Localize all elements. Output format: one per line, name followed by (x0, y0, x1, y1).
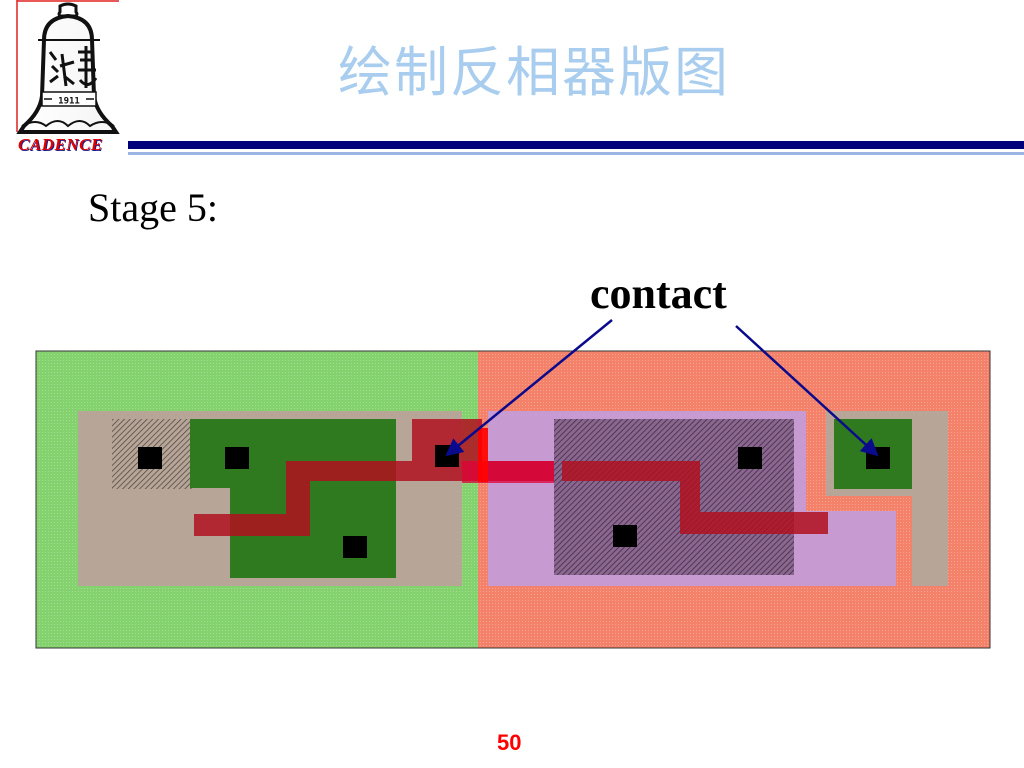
right-hatched-diffusion (554, 419, 794, 575)
n-well-contact-diffusion (834, 419, 912, 489)
contact (738, 447, 762, 469)
p-well-region (36, 351, 478, 648)
right-active-area (826, 411, 948, 586)
slide-title: 绘制反相器版图 (338, 41, 730, 104)
logo-year: 1911 (58, 97, 80, 107)
university-logo: 1911 (16, 0, 120, 134)
contact (343, 536, 367, 558)
header-rule (128, 141, 1024, 149)
contact (866, 447, 890, 469)
contact-callout-label: contact (590, 269, 727, 318)
contact (225, 447, 249, 469)
header-rule-thin (128, 152, 1024, 155)
left-hatched-diffusion (112, 419, 192, 489)
logo-caption: CADENCE (18, 135, 103, 154)
n-diffusion (190, 419, 396, 578)
n-well-region (478, 351, 990, 648)
bell-icon: 1911 (16, 2, 120, 134)
callout-arrow-left (445, 319, 613, 457)
contact (138, 447, 162, 469)
contact (613, 525, 637, 547)
poly-gate (194, 419, 828, 536)
contact (435, 445, 459, 467)
callout-arrow-right (735, 325, 879, 457)
left-active-area (78, 411, 462, 586)
stage-label: Stage 5: (88, 185, 218, 230)
p-diffusion (488, 411, 806, 586)
page-number: 50 (497, 730, 522, 755)
